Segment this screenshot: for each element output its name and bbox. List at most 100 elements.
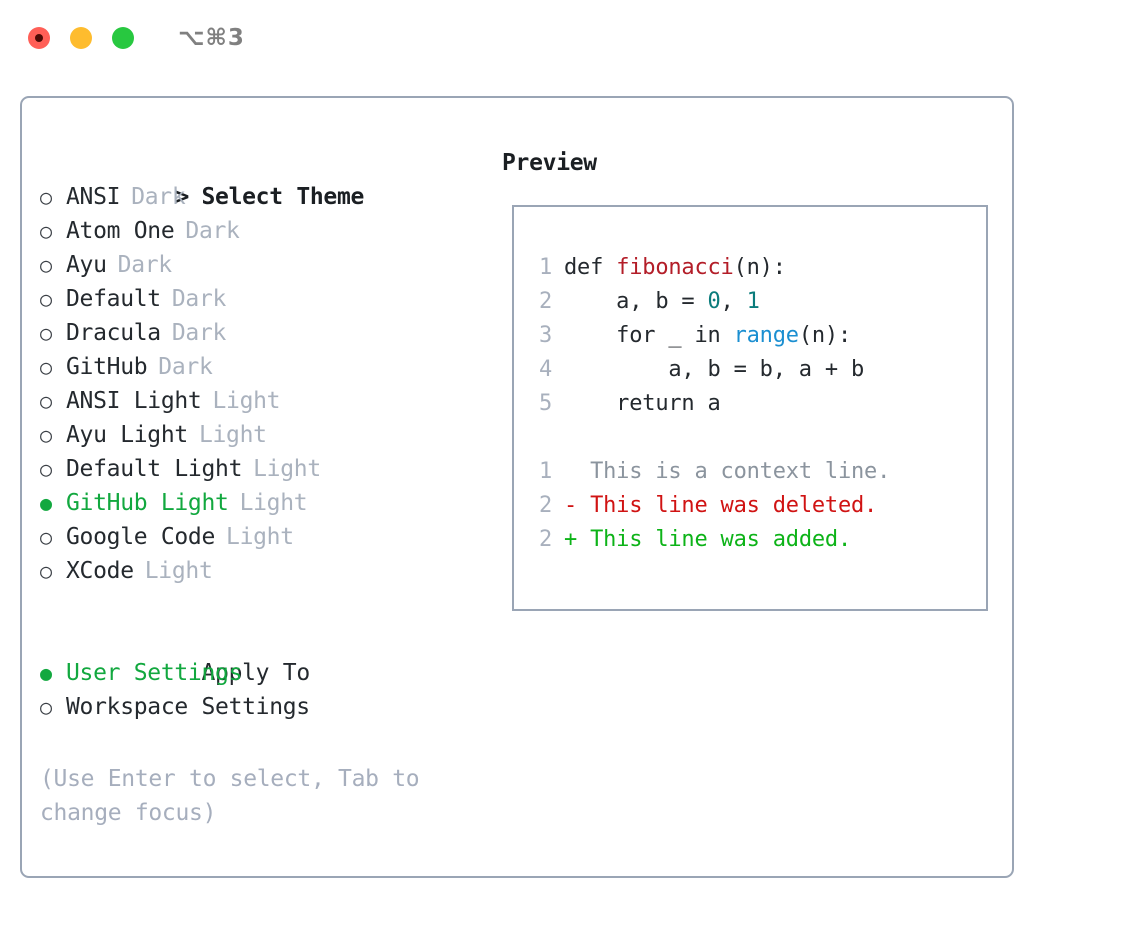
code-token-call: range (733, 323, 799, 348)
apply-to-option-user-settings[interactable]: ● User Settings (40, 656, 480, 690)
keyboard-shortcut-label: ⌥⌘3 (178, 25, 245, 51)
selection-caret-icon: > (175, 184, 190, 210)
window-controls (28, 27, 134, 49)
theme-option-google-code[interactable]: ○ Google Code Light (40, 520, 480, 554)
theme-option-tag: Light (144, 558, 213, 584)
code-line-number: 2 (538, 289, 552, 314)
code-line: 4 a, b = b, a + b (526, 353, 978, 387)
theme-option-label: GitHub (66, 354, 148, 380)
title-bar: ⌥⌘3 (0, 0, 1140, 76)
apply-to-option-label: Workspace Settings (66, 694, 310, 720)
code-token-plain: for _ in (564, 323, 734, 348)
radio-unselected-icon: ○ (40, 321, 52, 345)
theme-option-atom-one[interactable]: ○ Atom One Dark (40, 214, 480, 248)
theme-option-default-light[interactable]: ○ Default Light Light (40, 452, 480, 486)
apply-to-list: ● User Settings ○ Workspace Settings (40, 656, 480, 724)
radio-unselected-icon: ○ (40, 389, 52, 413)
diff-line-added: 2 + This line was added. (526, 523, 978, 557)
code-token-plain: (n): (733, 255, 786, 280)
code-gap (526, 421, 978, 455)
radio-unselected-icon: ○ (40, 287, 52, 311)
code-line-number: 1 (538, 255, 552, 280)
diff-line-number: 1 (538, 459, 552, 484)
theme-option-tag: Dark (171, 320, 227, 346)
theme-option-label: GitHub Light (66, 490, 229, 516)
radio-unselected-icon: ○ (40, 355, 52, 379)
theme-option-label: Ayu (66, 252, 107, 278)
keyboard-hint: (Use Enter to select, Tab to change focu… (40, 766, 420, 826)
theme-option-github[interactable]: ○ GitHub Dark (40, 350, 480, 384)
code-token-plain: return a (564, 391, 721, 416)
radio-selected-icon: ● (40, 491, 52, 515)
code-line: 3 for _ in range(n): (526, 319, 978, 353)
apply-to-heading-label: Apply To (201, 660, 310, 686)
theme-option-label: Default Light (66, 456, 243, 482)
code-line-number: 5 (538, 391, 552, 416)
maximize-window-icon[interactable] (112, 27, 134, 49)
theme-option-label: Google Code (66, 524, 216, 550)
apply-to-option-label: User Settings (66, 660, 243, 686)
code-line-number: 3 (538, 323, 552, 348)
theme-option-tag: Dark (131, 184, 186, 210)
diff-line-text: This line was deleted. (577, 493, 878, 518)
select-theme-heading: > Select Theme (40, 146, 480, 210)
diff-line-text: This is a context line. (577, 459, 891, 484)
theme-option-tag: Light (253, 456, 321, 482)
close-window-icon[interactable] (28, 27, 50, 49)
diff-line-number: 2 (538, 493, 552, 518)
theme-option-ansi-light[interactable]: ○ ANSI Light Light (40, 384, 480, 418)
theme-option-label: XCode (66, 558, 134, 584)
theme-option-tag: Dark (185, 218, 240, 244)
code-token-plain: , (720, 289, 747, 314)
radio-unselected-icon: ○ (40, 695, 52, 719)
theme-option-label: ANSI Light (66, 388, 202, 414)
code-token-fn: fibonacci (616, 255, 734, 280)
radio-selected-icon: ● (40, 661, 52, 685)
preview-heading: Preview (502, 150, 597, 176)
radio-unselected-icon: ○ (40, 457, 52, 481)
theme-option-tag: Light (198, 422, 267, 448)
theme-option-tag: Dark (158, 354, 213, 380)
code-line: 2 a, b = 0, 1 (526, 285, 978, 319)
radio-unselected-icon: ○ (40, 559, 52, 583)
diff-marker: + (564, 527, 578, 552)
apply-to-option-workspace-settings[interactable]: ○ Workspace Settings (40, 690, 480, 724)
theme-option-tag: Light (212, 388, 281, 414)
diff-line-text: This line was added. (577, 527, 851, 552)
code-line-number: 4 (538, 357, 552, 382)
diff-line-deleted: 2- This line was deleted. (526, 489, 978, 523)
minimize-window-icon[interactable] (70, 27, 92, 49)
theme-option-label: Default (66, 286, 161, 312)
code-token-plain: def (564, 255, 617, 280)
diff-line-number: 2 (538, 527, 552, 552)
theme-option-label: Atom One (66, 218, 175, 244)
code-token-plain: a, b = b, a + b (564, 357, 865, 382)
diff-sample: 1 This is a context line. 2- This line wa… (526, 455, 978, 557)
select-theme-heading-label: Select Theme (201, 184, 365, 210)
radio-unselected-icon: ○ (40, 185, 52, 209)
code-line: 5 return a (526, 387, 978, 421)
apply-to-heading: Apply To (40, 622, 480, 686)
code-token-plain: (n): (798, 323, 852, 348)
list-spacer (40, 588, 480, 622)
radio-unselected-icon: ○ (40, 219, 52, 243)
radio-unselected-icon: ○ (40, 525, 52, 549)
radio-unselected-icon: ○ (40, 423, 52, 447)
theme-option-tag: Light (226, 524, 294, 550)
diff-marker (564, 455, 577, 489)
code-token-num: 0 (707, 289, 721, 314)
theme-option-tag: Dark (117, 252, 173, 278)
theme-option-xcode[interactable]: ○ XCode Light (40, 554, 480, 588)
